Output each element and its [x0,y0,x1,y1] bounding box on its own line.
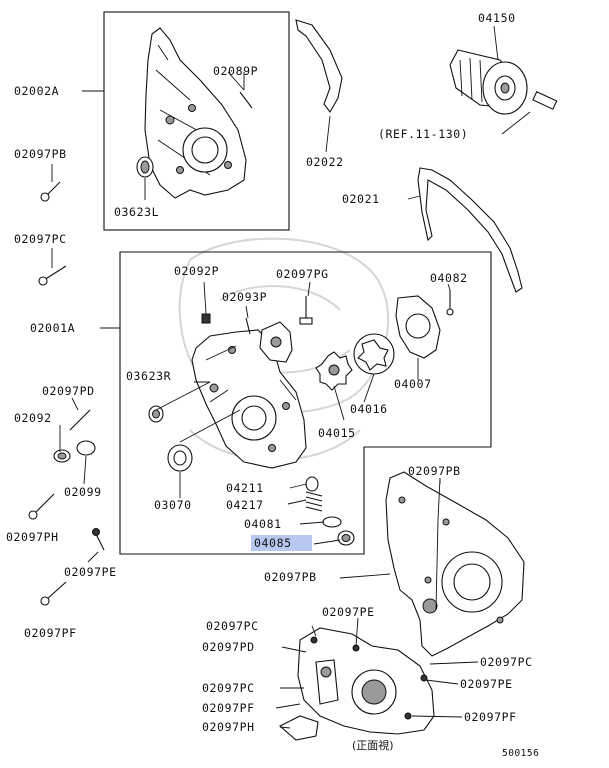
pin-02093p[interactable] [245,317,251,335]
label-02092p[interactable]: 02092P [174,264,219,278]
inner-rotor-04015[interactable] [315,351,353,391]
plug-02092p[interactable] [201,313,211,324]
label-02001a[interactable]: 02001A [30,321,75,335]
oil-seal-03070[interactable] [167,444,193,472]
gasket-02021[interactable] [417,167,523,293]
label-02002a[interactable]: 02002A [14,84,59,98]
timing-belt-cover-upper[interactable] [144,27,247,199]
label-02097pg[interactable]: 02097PG [276,267,329,281]
timing-cover-rear-lower[interactable] [385,471,525,657]
label-02097pf-r[interactable]: 02097PF [464,710,517,724]
label-02021[interactable]: 02021 [342,192,380,206]
oil-filter-04150[interactable] [449,49,528,115]
bolt-02097ph-left[interactable] [28,493,55,520]
diagram-number: 500156 [502,748,539,759]
relief-plunger-04211[interactable] [305,476,319,492]
label-04015[interactable]: 04015 [318,426,356,440]
label-03623r[interactable]: 03623R [126,369,171,383]
label-02097pb-low[interactable]: 02097PB [264,570,317,584]
front-view-assembly[interactable] [279,627,435,741]
label-02097pf-left[interactable]: 02097PF [24,626,77,640]
label-04150[interactable]: 04150 [478,11,516,25]
label-04085[interactable]: 04085 [254,536,292,550]
label-03070[interactable]: 03070 [154,498,192,512]
label-02097pe-r[interactable]: 02097PE [460,677,513,691]
label-04007[interactable]: 04007 [394,377,432,391]
oil-pump-case-02001a[interactable] [191,329,307,469]
label-02097ph-b[interactable]: 02097PH [202,720,255,734]
label-02097pb-top[interactable]: 02097PB [14,147,67,161]
label-02097pc-b[interactable]: 02097PC [202,681,255,695]
label-ref-11-130[interactable]: (REF.11-130) [378,127,468,141]
part-labels: 04150 02002A 02089P 02022 (REF.11-130) 0… [6,11,539,759]
pump-cover-plate[interactable] [259,321,293,363]
pump-cover-04007[interactable] [395,295,441,359]
upper-cover-group-box [103,11,290,231]
label-02097pb-mid[interactable]: 02097PB [408,464,461,478]
screw-04082[interactable] [446,290,454,316]
plug-04085[interactable] [337,530,355,546]
label-04082[interactable]: 04082 [430,271,468,285]
gasket-02099[interactable] [76,440,96,456]
outer-rotor-04016[interactable] [353,333,395,375]
label-02097pe-mid[interactable]: 02097PE [322,605,375,619]
highlight-04085 [251,535,312,551]
bolt-02097pf-left[interactable] [40,581,67,606]
label-02092[interactable]: 02092 [14,411,52,425]
gasket-02022[interactable] [295,19,343,113]
label-02097pd-b[interactable]: 02097PD [202,640,255,654]
label-04211[interactable]: 04211 [226,481,264,495]
label-04217[interactable]: 04217 [226,498,264,512]
bolt-02097pe-left[interactable] [92,528,105,551]
filter-stud[interactable] [532,90,558,110]
leader-lines [51,25,531,729]
label-02099[interactable]: 02099 [64,485,102,499]
relief-spring-04217[interactable] [305,491,323,512]
label-02093p[interactable]: 02093P [222,290,267,304]
bolt-02097pc-left[interactable] [38,265,67,286]
label-02097pc-r[interactable]: 02097PC [480,655,533,669]
oil-seal-03623l[interactable] [136,156,154,178]
plug-02092[interactable] [53,449,71,463]
label-02022[interactable]: 02022 [306,155,344,169]
bolt-02089p[interactable] [239,91,253,109]
label-02097pd-left[interactable]: 02097PD [42,384,95,398]
case-group-box [119,251,492,555]
label-02097ph-left[interactable]: 02097PH [6,530,59,544]
label-front-view: (正面視) [352,738,394,752]
gasket-04081[interactable] [322,516,342,528]
label-03623l[interactable]: 03623L [114,205,159,219]
label-02097pe-left[interactable]: 02097PE [64,565,117,579]
label-02097pf-b[interactable]: 02097PF [202,701,255,715]
label-02097pc-a[interactable]: 02097PC [206,619,259,633]
label-02089p[interactable]: 02089P [213,64,258,78]
label-04016[interactable]: 04016 [350,402,388,416]
bolt-02097pb-left[interactable] [40,181,61,202]
bolt-02097pg[interactable] [299,296,313,325]
bolt-02097pd-left[interactable] [69,409,91,431]
oil-seal-03623r[interactable] [148,405,164,423]
label-02097pc-top[interactable]: 02097PC [14,232,67,246]
label-04081[interactable]: 04081 [244,517,282,531]
